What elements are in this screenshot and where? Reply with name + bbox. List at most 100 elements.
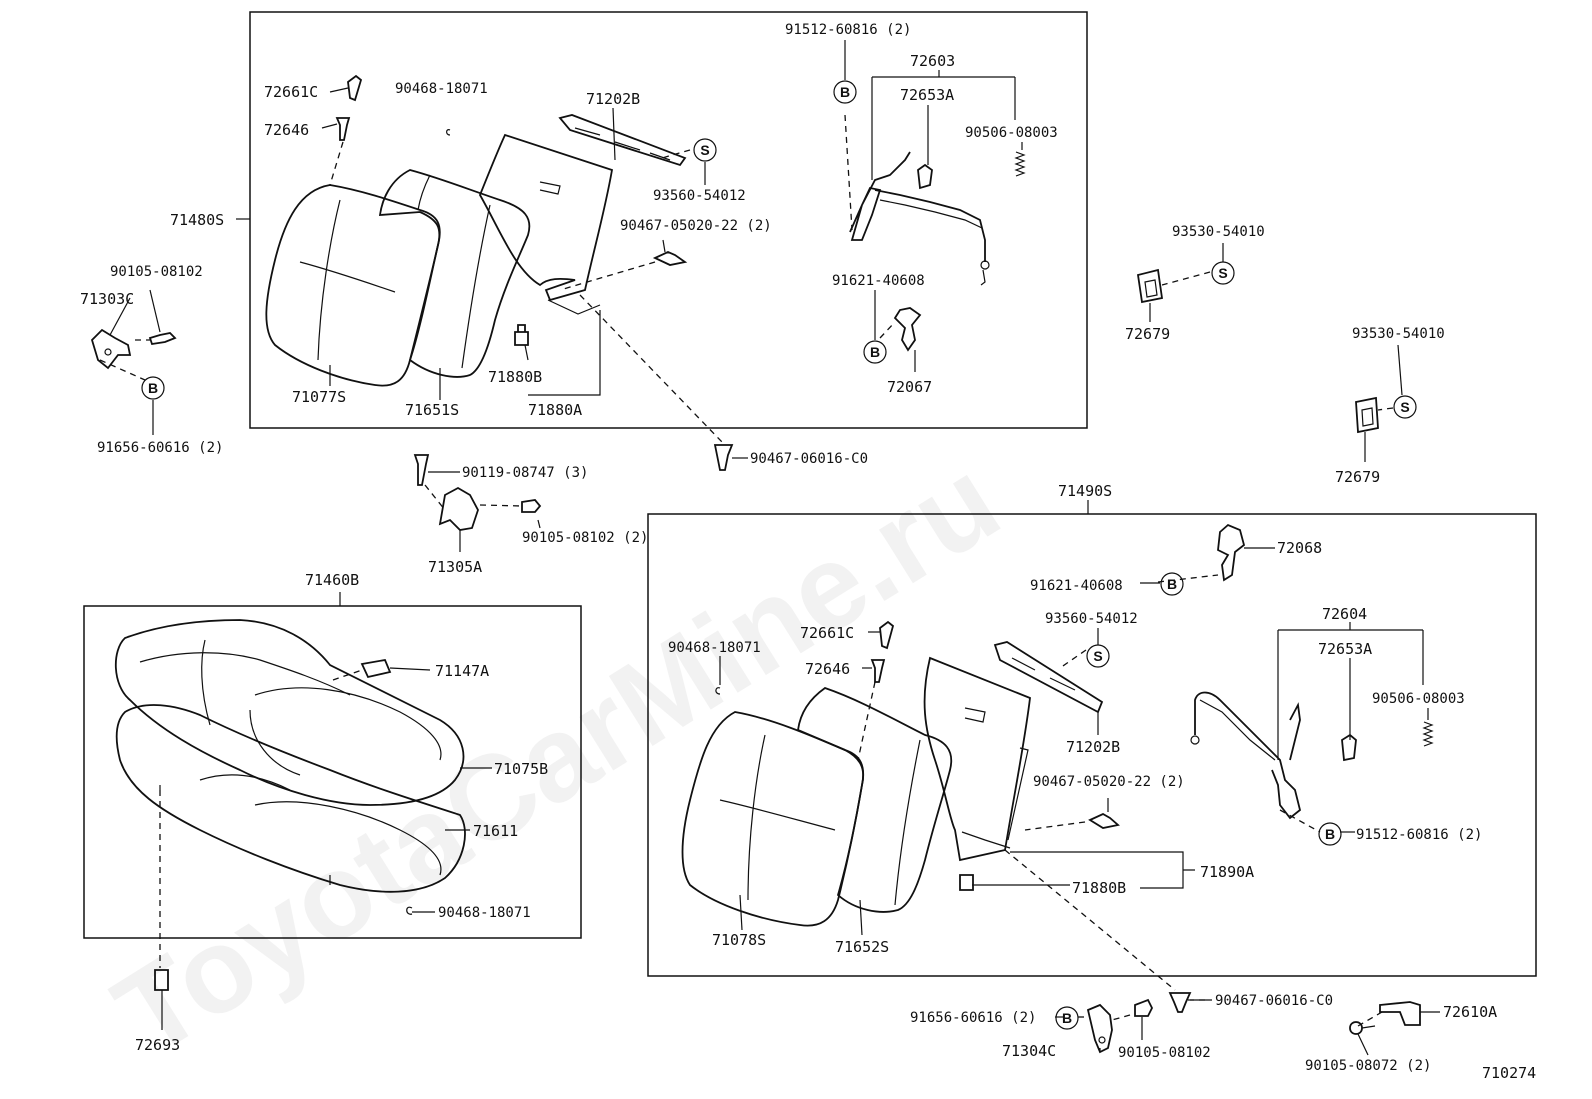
bolt-90105-08102-b [521,499,542,513]
clip-72693 [154,969,169,991]
bracket-71305A [438,486,479,531]
callout-B-3: B [141,376,165,400]
label-90105-08102: 90105-08102 [110,264,203,280]
striker-72068 [1217,523,1246,582]
label-72068: 72068 [1277,539,1322,557]
clip-90468-18071-c [406,906,413,915]
label-93560-54012: 93560-54012 [653,188,746,204]
label-71202B: 71202B [586,90,640,108]
box-71490S [647,513,1537,977]
label-72603: 72603 [910,52,955,70]
label-91656-60616: 91656-60616 (2) [97,440,223,456]
lock-assembly-72603 [849,151,990,286]
label-90468-18071: 90468-18071 [395,81,488,97]
label-72067: 72067 [887,378,932,396]
screw-90467-05020-b [1088,812,1120,829]
label-91621-40608: 91621-40608 [832,273,925,289]
svg-text:S: S [1218,265,1227,281]
svg-text:S: S [1093,648,1102,664]
label-71880B: 71880B [488,368,542,386]
label-71652S: 71652S [835,938,889,956]
lock-assembly-72604 [1190,691,1302,820]
label-72653A-b: 72653A [1318,640,1372,658]
seat-cushion-cover-71075B [114,619,465,806]
label-71305A: 71305A [428,558,482,576]
label-71202B-b: 71202B [1066,738,1120,756]
label-90105-08072: 90105-08072 (2) [1305,1058,1431,1074]
clip-71880B-a [514,324,529,346]
label-91656-60616-b: 91656-60616 (2) [910,1010,1036,1026]
headrest-guide-72661C [347,74,363,102]
label-90467-06016-C0-b: 90467-06016-C0 [1215,993,1333,1009]
diagram-id: 710274 [1482,1064,1536,1082]
dashed-lines [99,114,1394,1027]
label-90119-08747: 90119-08747 (3) [462,465,588,481]
label-72604: 72604 [1322,605,1367,623]
label-90105-08102-c: 90105-08102 [1118,1045,1211,1061]
svg-text:S: S [700,142,709,158]
callout-S-1: S [693,138,717,162]
seatback-cover-71077S [265,184,441,387]
label-72693: 72693 [135,1036,180,1054]
svg-text:B: B [1167,576,1177,592]
label-90467-05020-22: 90467-05020-22 (2) [620,218,772,234]
label-72679-b: 72679 [1335,468,1380,486]
svg-text:B: B [148,380,158,396]
bolt-90105-08102-c [1134,998,1154,1017]
label-71490S: 71490S [1058,482,1112,500]
label-93530-54010: 93530-54010 [1172,224,1265,240]
seatback-board-71202B-panel [479,133,614,315]
label-90467-05020-22-b: 90467-05020-22 (2) [1033,774,1185,790]
svg-text:S: S [1400,399,1409,415]
label-72646-b: 72646 [805,660,850,678]
spring-90506-08003-b [1422,721,1434,747]
box-71460B [83,605,582,939]
cover-72679-a [1136,268,1164,304]
callout-B-6: B [1055,1006,1079,1030]
seatback-board-71202B-panel-b [923,656,1031,862]
label-71303C: 71303C [80,290,134,308]
label-72646: 72646 [264,121,309,139]
hinge-bar-71202B [558,114,687,167]
clip-90467-06016-a [713,444,734,471]
label-71075B: 71075B [494,760,548,778]
label-71147A: 71147A [435,662,489,680]
headrest-guide-72646-b [870,659,886,683]
label-90506-08003-b: 90506-08003 [1372,691,1465,707]
callout-B-2: B [863,340,887,364]
label-90467-06016-C0: 90467-06016-C0 [750,451,868,467]
bolt-90105-08072 [1349,1021,1376,1035]
label-72679: 72679 [1125,325,1170,343]
label-71304C: 71304C [1002,1042,1056,1060]
bracket-72610A [1379,1001,1421,1026]
callout-S-3: S [1393,395,1417,419]
svg-text:B: B [1325,826,1335,842]
label-71651S: 71651S [405,401,459,419]
lock-knob-72653A-b [1341,733,1357,762]
headrest-guide-72661C-b [879,620,895,650]
svg-text:B: B [1062,1010,1072,1026]
seatback-pad-71652S [797,686,953,913]
clip-71880B-b [959,874,974,891]
label-91512-60816: 91512-60816 (2) [785,22,911,38]
callout-B-4: B [1160,572,1184,596]
clip-90468-18071-b [715,687,721,695]
label-91621-40608-b: 91621-40608 [1030,578,1123,594]
lock-knob-72653A-a [917,163,933,190]
box-71480S [249,11,1088,429]
label-71078S: 71078S [712,931,766,949]
hinge-bar-71202B-b [993,641,1104,714]
label-71611: 71611 [473,822,518,840]
label-71460B: 71460B [305,571,359,589]
spring-90506-08003-a [1014,151,1026,177]
label-91512-60816-b: 91512-60816 (2) [1356,827,1482,843]
headrest-guide-72646 [335,117,351,141]
clip-90467-06016-b [1168,992,1192,1013]
seatback-cover-71078S [681,711,865,927]
label-71880B-b: 71880B [1072,879,1126,897]
label-72653A: 72653A [900,86,954,104]
seat-cushion-pad-71611 [115,704,466,893]
callout-S-4: S [1086,644,1110,668]
part-labels: 72661C 90468-18071 71202B 91512-60816 (2… [80,22,1536,1082]
callout-B-5: B [1318,822,1342,846]
